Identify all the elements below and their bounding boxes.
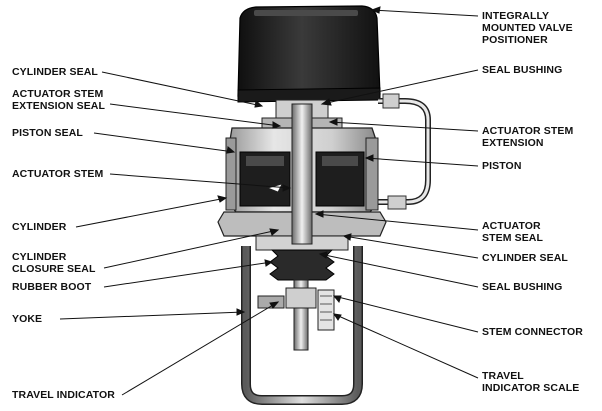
leader-actuator-stem-seal <box>315 213 479 231</box>
leader-rubber-boot <box>103 261 273 288</box>
label-travel-indicator: TRAVEL INDICATOR <box>12 389 115 401</box>
label-actuator-stem: ACTUATOR STEM <box>12 168 104 180</box>
label-actuator-stem-seal: ACTUATOR STEM SEAL <box>482 220 543 244</box>
label-stem-connector: STEM CONNECTOR <box>482 326 583 338</box>
actuator-stem-shape <box>266 103 313 245</box>
leader-lines <box>59 6 479 396</box>
leader-cylinder-seal-left <box>101 71 263 107</box>
label-actuator-stem-extension-seal: ACTUATOR STEM EXTENSION SEAL <box>12 88 105 112</box>
leader-cylinder-seal-right <box>343 235 479 259</box>
leader-actuator-stem-extension <box>329 121 479 132</box>
leader-actuator-stem <box>109 173 291 189</box>
leader-seal-bushing-bottom <box>319 253 479 288</box>
label-integrally-mounted-valve-positioner: INTEGRALLY MOUNTED VALVE POSITIONER <box>482 10 573 46</box>
label-actuator-stem-extension: ACTUATOR STEM EXTENSION <box>482 125 574 149</box>
label-piston-seal: PISTON SEAL <box>12 127 83 139</box>
leader-stem-connector <box>333 295 479 333</box>
label-cylinder: CYLINDER <box>12 221 67 233</box>
leader-stem-extension-seal <box>109 103 281 127</box>
leader-travel-indicator <box>121 301 279 396</box>
piston-section <box>239 151 365 207</box>
leader-piston <box>365 157 479 167</box>
leader-seal-bushing-top <box>321 69 479 105</box>
label-cylinder-seal-right: CYLINDER SEAL <box>482 252 568 264</box>
leader-piston-seal <box>93 132 235 153</box>
label-rubber-boot: RUBBER BOOT <box>12 281 92 293</box>
leader-travel-indicator-scale <box>333 313 479 379</box>
leader-yoke <box>59 311 245 320</box>
label-yoke: YOKE <box>12 313 43 325</box>
label-seal-bushing-bottom: SEAL BUSHING <box>482 281 563 293</box>
leader-positioner <box>371 9 479 17</box>
label-cylinder-seal-left: CYLINDER SEAL <box>12 66 98 78</box>
leader-cylinder <box>75 197 227 228</box>
label-seal-bushing-top: SEAL BUSHING <box>482 64 563 76</box>
lower-stem-assembly <box>257 279 335 351</box>
yoke-shape <box>241 246 363 405</box>
leader-cylinder-closure-seal <box>103 229 279 269</box>
label-cylinder-closure-seal: CYLINDER CLOSURE SEAL <box>12 251 96 275</box>
valve-positioner-housing <box>237 5 381 103</box>
label-piston: PISTON <box>482 160 522 172</box>
label-travel-indicator-scale: TRAVEL INDICATOR SCALE <box>482 370 580 394</box>
pneumatic-tubing <box>372 93 431 210</box>
